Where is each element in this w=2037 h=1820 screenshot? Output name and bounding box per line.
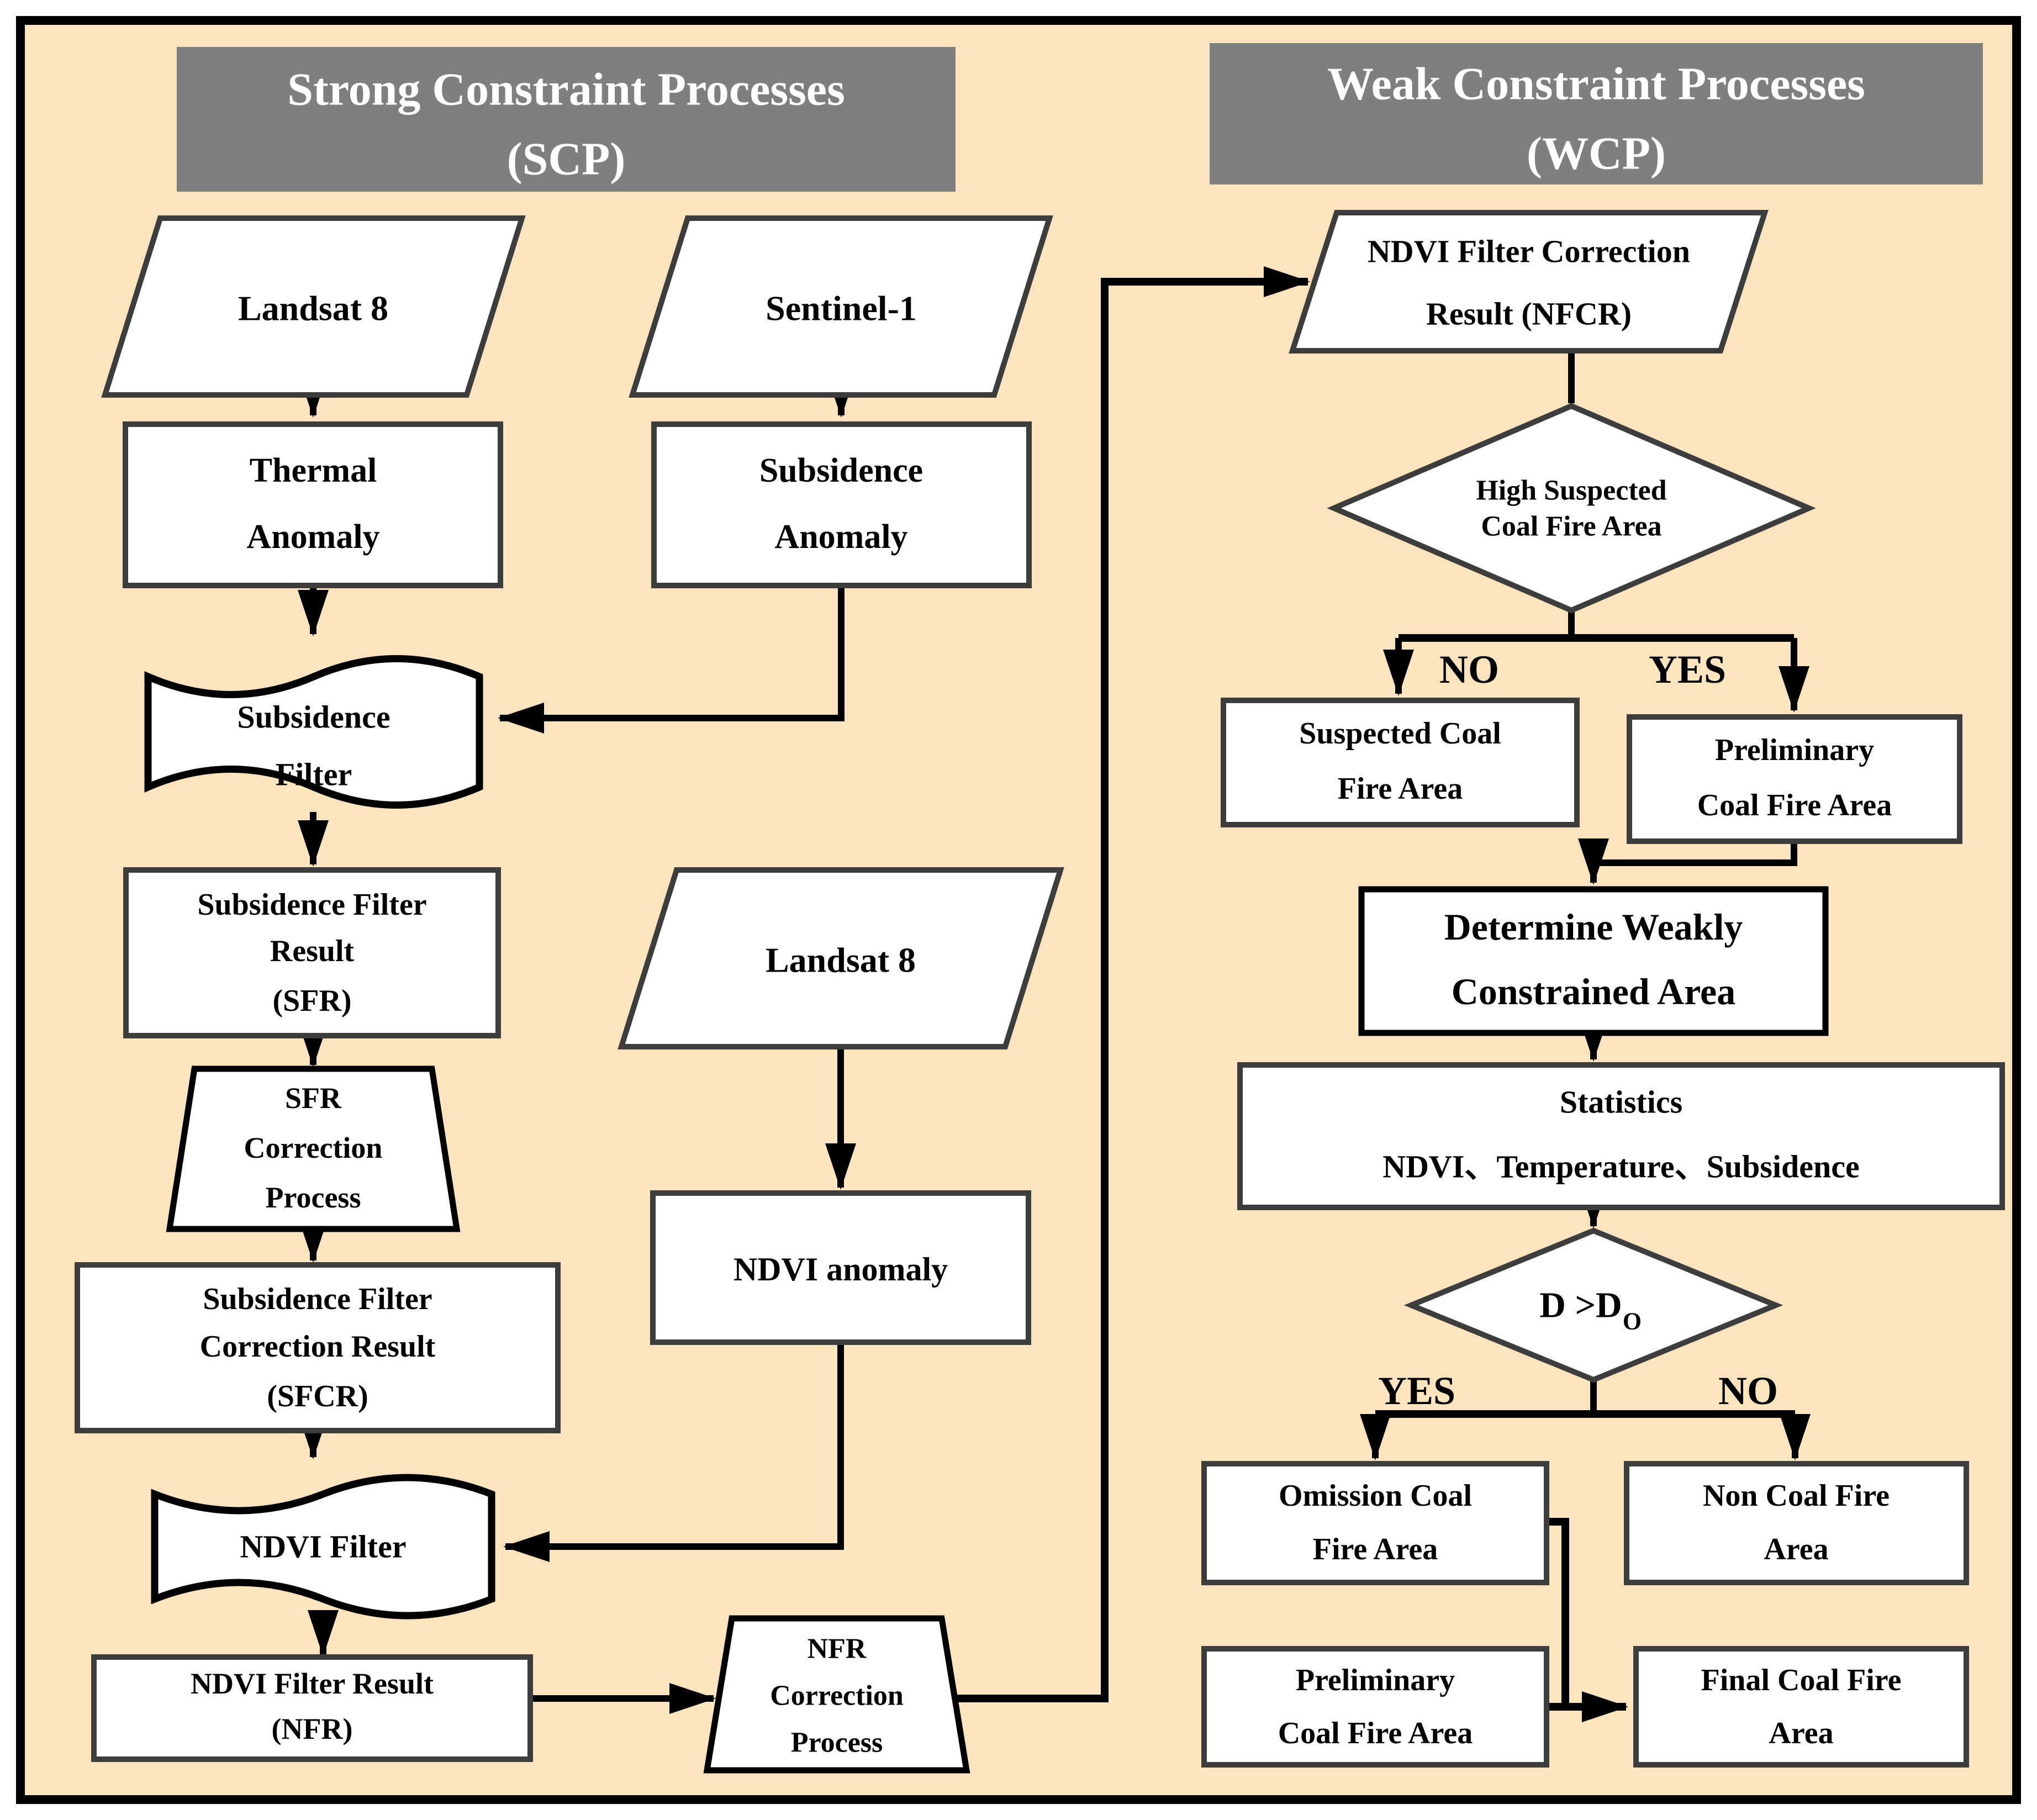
final-line2: Area <box>1769 1716 1833 1750</box>
ndvi-filter-label: NDVI Filter <box>240 1529 406 1565</box>
d-decision-no-label: NO <box>1718 1369 1778 1413</box>
nfcr-parallelogram <box>1289 210 1769 354</box>
determine-line1: Determine Weakly <box>1444 906 1743 948</box>
arrow-nfr-correction-to-nfcr <box>954 266 1310 1702</box>
ndvi-anomaly-box <box>650 1190 1031 1345</box>
arrow-preliminary-to-determine <box>1578 838 1797 885</box>
subsidence-filter-line2: Filter <box>276 757 352 793</box>
sfcr-line2: Correction Result <box>200 1330 436 1364</box>
determine-box <box>1358 886 1829 1036</box>
thermal-anomaly-box <box>123 421 503 588</box>
nfr-line2: (NFR) <box>272 1712 353 1745</box>
arrow-subsidence-anomaly-to-subsidence-filter <box>498 585 845 734</box>
preliminary-top-line1: Preliminary <box>1715 733 1874 767</box>
scp-header-box <box>177 47 956 192</box>
subsidence-anomaly-line1: Subsidence <box>759 452 923 489</box>
nfr-box <box>91 1654 533 1762</box>
landsat8-left-parallelogram <box>101 215 526 398</box>
determine-line2: Constrained Area <box>1452 970 1735 1012</box>
sfr-line2: Result <box>270 934 355 968</box>
scp-header-line1: Strong Constraint Processes <box>287 64 845 115</box>
final-line1: Final Coal Fire <box>1701 1663 1902 1697</box>
landsat8-right-parallelogram <box>618 867 1064 1049</box>
omission-line2: Fire Area <box>1313 1532 1438 1566</box>
suspected-box <box>1221 698 1580 827</box>
nfr-correction-line1: NFR <box>808 1633 867 1665</box>
nfr-correction-line2: Correction <box>770 1680 904 1712</box>
statistics-line2: NDVI、Temperature、Subsidence <box>1382 1149 1860 1185</box>
ndvi-filter-wave-shape <box>151 1474 495 1619</box>
preliminary-top-line2: Coal Fire Area <box>1697 788 1892 822</box>
nfr-line1: NDVI Filter Result <box>191 1667 434 1700</box>
d-decision-yes-label: YES <box>1378 1369 1455 1413</box>
sfr-line1: Subsidence Filter <box>197 888 426 922</box>
nfr-correction-line3: Process <box>791 1727 883 1759</box>
final-box <box>1633 1646 1969 1768</box>
subsidence-anomaly-line2: Anomaly <box>774 518 907 556</box>
nfr-correction-trapezoid <box>703 1615 970 1774</box>
landsat8-left-label: Landsat 8 <box>238 289 388 328</box>
preliminary-bottom-line2: Coal Fire Area <box>1278 1716 1473 1750</box>
non-coal-line1: Non Coal Fire <box>1703 1479 1890 1513</box>
high-suspected-yes-label: YES <box>1649 647 1726 692</box>
high-suspected-diamond <box>1327 403 1816 614</box>
subsidence-filter-line1: Subsidence <box>237 699 390 735</box>
non-coal-line2: Area <box>1764 1532 1828 1566</box>
suspected-line1: Suspected Coal <box>1299 716 1501 751</box>
non-coal-box <box>1624 1461 1969 1585</box>
sfr-correction-trapezoid <box>166 1065 461 1232</box>
landsat8-right-label: Landsat 8 <box>766 941 916 980</box>
subsidence-anomaly-box <box>651 421 1032 588</box>
scp-header-line2: (SCP) <box>507 134 626 185</box>
subsidence-filter-wave-shape <box>144 655 483 809</box>
statistics-box <box>1237 1062 2005 1210</box>
wcp-header-line1: Weak Constraint Processes <box>1327 59 1865 110</box>
omission-line1: Omission Coal <box>1279 1479 1472 1513</box>
sfr-correction-line1: SFR <box>285 1082 342 1115</box>
high-suspected-line2: Coal Fire Area <box>1481 511 1661 542</box>
sfr-correction-line2: Correction <box>244 1131 383 1164</box>
sfcr-line1: Subsidence Filter <box>203 1282 432 1316</box>
d-decision-subscript: O <box>1623 1308 1642 1335</box>
sfr-box <box>123 867 501 1038</box>
wcp-header-line2: (WCP) <box>1527 128 1666 180</box>
arrow-ndvi-anomaly-to-ndvi-filter <box>503 1342 844 1562</box>
high-suspected-no-label: NO <box>1439 647 1499 692</box>
nfcr-line1: NDVI Filter Correction <box>1368 234 1690 270</box>
preliminary-bottom-box <box>1201 1646 1549 1768</box>
sentinel1-label: Sentinel-1 <box>766 289 917 328</box>
suspected-line2: Fire Area <box>1338 772 1463 806</box>
sentinel1-parallelogram <box>629 215 1053 398</box>
sfr-correction-line3: Process <box>266 1181 361 1214</box>
nfcr-line2: Result (NFCR) <box>1426 296 1632 332</box>
ndvi-anomaly-label: NDVI anomaly <box>733 1251 948 1288</box>
sfcr-line3: (SFCR) <box>267 1379 368 1413</box>
sfr-line3: (SFR) <box>272 984 351 1018</box>
thermal-anomaly-line2: Anomaly <box>246 518 379 556</box>
preliminary-top-box <box>1627 714 1962 844</box>
high-suspected-line1: High Suspected <box>1476 475 1666 507</box>
preliminary-bottom-line1: Preliminary <box>1296 1663 1455 1697</box>
sfcr-box <box>75 1262 561 1433</box>
d-decision-main: D >D <box>1539 1285 1622 1326</box>
statistics-line1: Statistics <box>1560 1084 1682 1120</box>
wcp-header-box <box>1210 43 1983 184</box>
line-omission-to-merge <box>1547 1518 1569 1707</box>
thermal-anomaly-line1: Thermal <box>250 452 377 489</box>
omission-box <box>1201 1461 1549 1585</box>
d-decision-diamond <box>1403 1227 1783 1383</box>
